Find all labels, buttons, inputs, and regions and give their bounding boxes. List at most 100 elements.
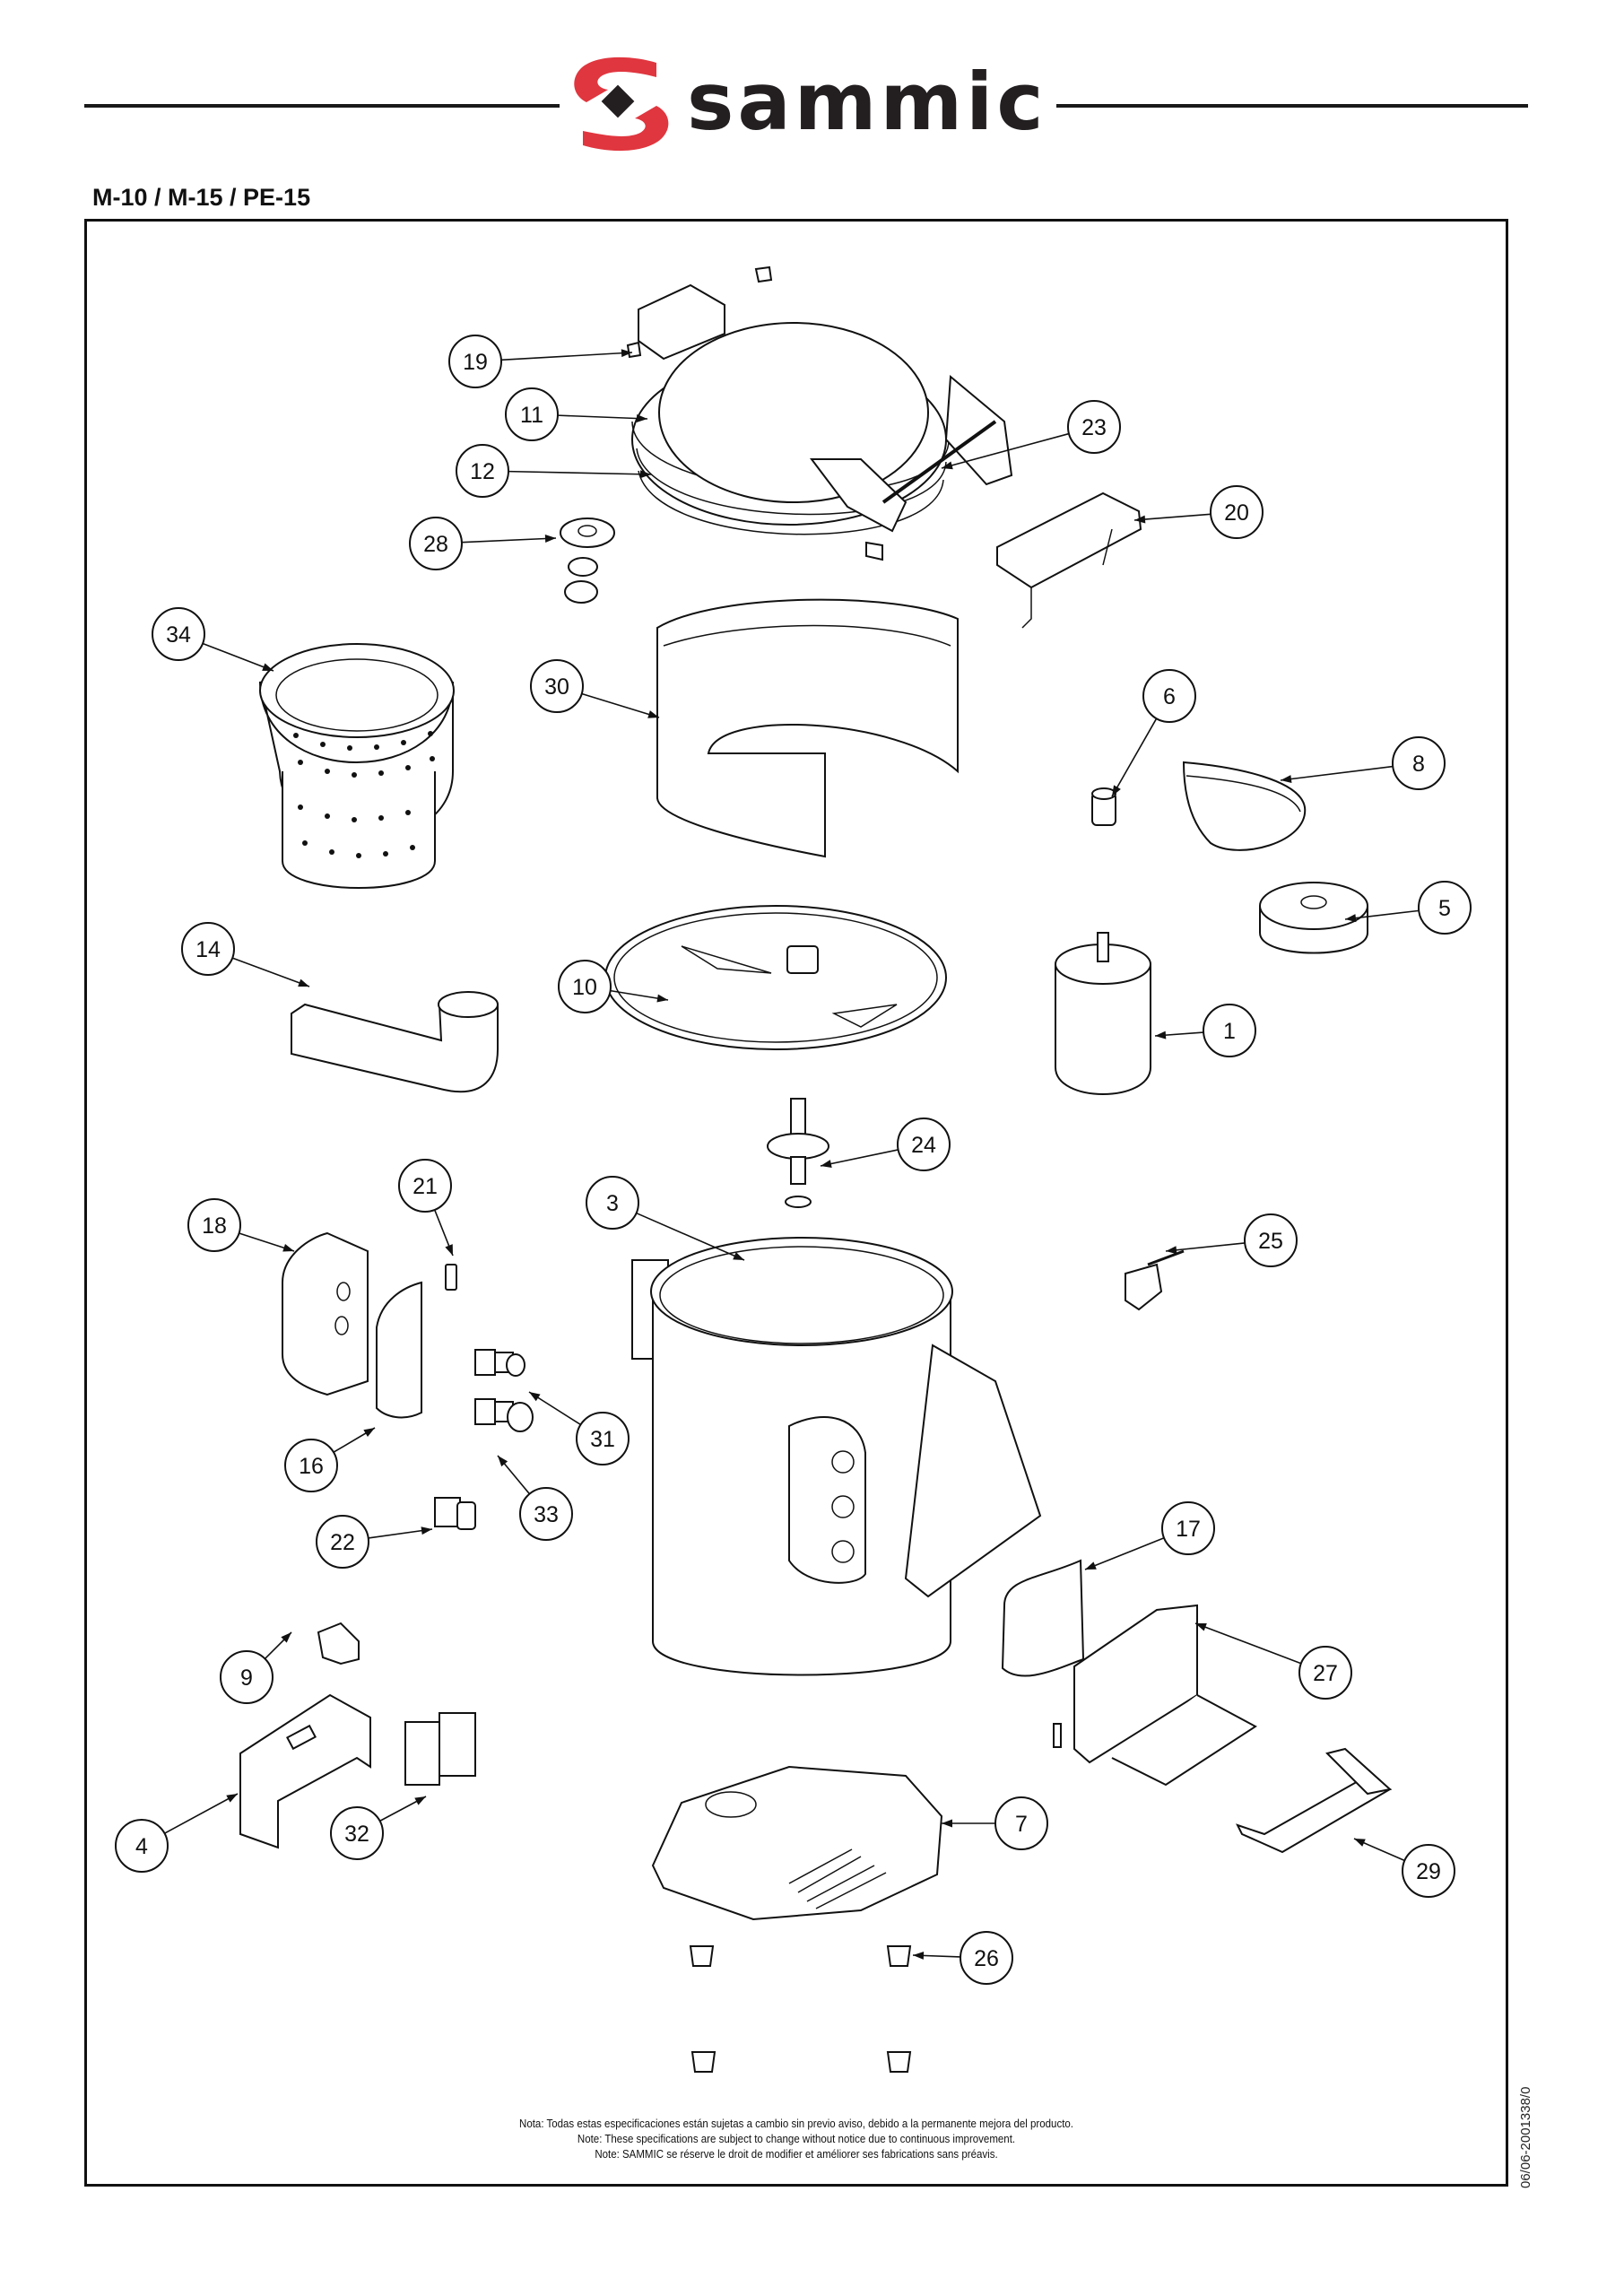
- brand-name: sammic: [687, 56, 1047, 148]
- callout-number: 22: [330, 1530, 355, 1555]
- arrowhead-icon: [733, 1252, 744, 1260]
- arrowhead-icon: [1354, 1839, 1366, 1847]
- arrowhead-icon: [647, 710, 659, 718]
- leader-line: [1165, 1242, 1246, 1252]
- callout-number: 25: [1258, 1229, 1283, 1254]
- callout-number: 24: [911, 1133, 936, 1158]
- leader-line: [461, 537, 557, 544]
- callout-6: 6: [1111, 669, 1196, 797]
- part-3-tub: [631, 1237, 1042, 1676]
- leader-line: [1084, 1537, 1165, 1570]
- callout-23: 23: [941, 400, 1121, 470]
- callout-number: 34: [166, 622, 191, 648]
- arrowhead-icon: [414, 1796, 426, 1805]
- drawing-frame: [84, 219, 1508, 2187]
- callout-circle: [897, 1118, 951, 1171]
- callout-17: 17: [1084, 1501, 1215, 1570]
- callout-32: 32: [330, 1796, 427, 1860]
- callout-circle: [960, 1931, 1013, 1985]
- callout-circle: [1244, 1213, 1298, 1267]
- arrowhead-icon: [1112, 785, 1121, 796]
- callout-3: 3: [586, 1176, 745, 1261]
- leader-line: [1280, 765, 1394, 781]
- callout-circle: [576, 1412, 630, 1465]
- part-9-terminal: [317, 1622, 360, 1665]
- callout-27: 27: [1194, 1622, 1352, 1700]
- part-20-bracket: [996, 491, 1142, 629]
- callout-circle: [284, 1439, 338, 1492]
- callout-number: 32: [344, 1822, 369, 1847]
- callout-circle: [448, 335, 502, 388]
- arrowhead-icon: [529, 1392, 541, 1402]
- sammic-logo: sammic: [570, 56, 1055, 152]
- callout-25: 25: [1165, 1213, 1298, 1267]
- callout-circle: [1203, 1004, 1256, 1057]
- callout-30: 30: [530, 659, 660, 718]
- arrowhead-icon: [363, 1428, 375, 1437]
- callout-number: 8: [1412, 752, 1425, 777]
- arrowhead-icon: [636, 414, 647, 423]
- callout-number: 23: [1081, 415, 1107, 440]
- callout-number: 18: [202, 1213, 227, 1239]
- part-27-box: [1053, 1604, 1257, 1787]
- callout-circle: [1067, 400, 1121, 454]
- callout-circle: [187, 1198, 241, 1252]
- part-21-clip: [445, 1264, 457, 1291]
- part-10-disc: [604, 905, 947, 1050]
- callout-19: 19: [448, 335, 633, 388]
- callout-circle: [330, 1806, 384, 1860]
- callout-number: 4: [135, 1834, 148, 1859]
- header-rule-left: [84, 104, 560, 108]
- leader-line: [1344, 909, 1420, 920]
- callout-16: 16: [284, 1427, 376, 1492]
- arrowhead-icon: [1281, 775, 1292, 783]
- arrowhead-icon: [639, 470, 651, 479]
- part-6-pulley: [1091, 787, 1116, 826]
- arrowhead-icon: [942, 461, 953, 470]
- callout-circle: [152, 607, 205, 661]
- arrowhead-icon: [544, 535, 556, 544]
- leader-line: [1194, 1622, 1302, 1665]
- arrowhead-icon: [1134, 515, 1146, 524]
- part-25-tap: [1125, 1249, 1185, 1311]
- callout-circle: [1298, 1646, 1352, 1700]
- logo-diamond: [601, 84, 635, 118]
- callout-11: 11: [505, 387, 648, 441]
- callout-29: 29: [1353, 1838, 1455, 1898]
- callout-circle: [398, 1159, 452, 1213]
- callout-circle: [1402, 1844, 1455, 1898]
- callout-circle: [181, 922, 235, 976]
- arrowhead-icon: [1166, 1246, 1177, 1255]
- part-4-bracket: [239, 1693, 371, 1849]
- arrowhead-icon: [282, 1244, 294, 1252]
- part-14-hose: [291, 991, 499, 1093]
- callout-number: 17: [1176, 1517, 1201, 1542]
- callout-circle: [220, 1650, 274, 1704]
- callout-circle: [1418, 881, 1472, 935]
- callout-number: 20: [1224, 500, 1249, 526]
- arrowhead-icon: [1345, 914, 1357, 923]
- callout-number: 12: [470, 459, 495, 484]
- arrowhead-icon: [621, 349, 632, 358]
- callout-26: 26: [912, 1931, 1013, 1985]
- leader-line: [941, 432, 1070, 469]
- leader-line: [1133, 513, 1211, 521]
- leader-line: [581, 692, 660, 718]
- callout-20: 20: [1133, 485, 1264, 539]
- callout-number: 26: [974, 1946, 999, 1971]
- callout-18: 18: [187, 1198, 295, 1252]
- arrowhead-icon: [262, 663, 274, 671]
- arrowhead-icon: [226, 1794, 238, 1803]
- part-17-gasket: [1001, 1559, 1085, 1677]
- callout-number: 30: [544, 674, 569, 700]
- callout-14: 14: [181, 922, 310, 987]
- callout-circle: [586, 1176, 639, 1230]
- callout-4: 4: [115, 1793, 239, 1873]
- callout-1: 1: [1154, 1004, 1256, 1057]
- callout-circle: [519, 1487, 573, 1541]
- callout-number: 33: [534, 1502, 559, 1527]
- arrowhead-icon: [421, 1526, 432, 1535]
- callout-number: 9: [240, 1665, 253, 1691]
- part-1-motor: [1055, 932, 1151, 1095]
- callout-number: 5: [1438, 896, 1451, 921]
